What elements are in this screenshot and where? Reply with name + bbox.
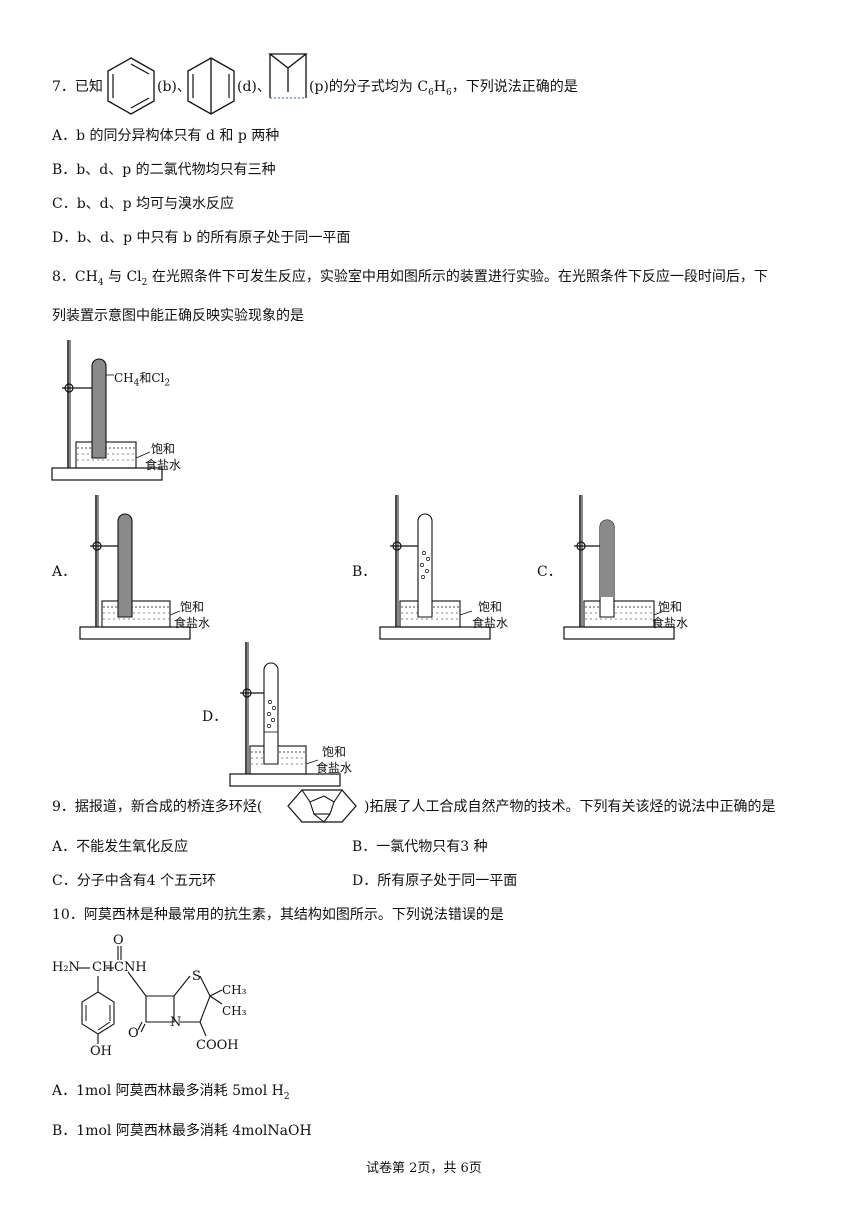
q8-stem-line2: 列装置示意图中能正确反映实验现象的是 <box>52 308 304 324</box>
ref-water-label-2: 食盐水 <box>145 458 182 472</box>
ref-water-label-1: 饱和 <box>151 442 176 456</box>
apparatus-option-d <box>229 642 341 787</box>
a-water-label-2: 食盐水 <box>174 616 211 630</box>
apparatus-option-b <box>379 495 491 640</box>
amoxicillin-structure <box>78 946 223 1044</box>
amox-label-cooh: COOH <box>196 1038 239 1053</box>
q7-option-a: A．b 的同分异构体只有 d 和 p 两种 <box>52 128 280 144</box>
apparatus-reference <box>51 340 163 481</box>
q9-option-a: A．不能发生氧化反应 <box>52 839 189 855</box>
amox-label-o-ring: O <box>128 1026 139 1041</box>
bridged-polycyclic-structure <box>287 789 357 823</box>
q9-option-c: C．分子中含有4 个五元环 <box>52 873 217 889</box>
q9-stem-post: )拓展了人工合成自然产物的技术。下列有关该烃的说法中正确的是 <box>364 799 776 815</box>
d-water-label-1: 饱和 <box>322 745 347 759</box>
apparatus-option-c <box>563 495 675 640</box>
d-water-label-2: 食盐水 <box>316 761 353 775</box>
q9-option-d: D．所有原子处于同一平面 <box>352 873 518 889</box>
b-water-label-1: 饱和 <box>478 600 503 614</box>
q10-stem: 10．阿莫西林是种最常用的抗生素，其结构如图所示。下列说法错误的是 <box>52 907 504 923</box>
amox-label-ch3-2: CH₃ <box>222 1004 247 1018</box>
q7-b-tag: (b)、 <box>157 79 191 95</box>
c-water-label-2: 食盐水 <box>652 616 689 630</box>
a-water-label-1: 饱和 <box>180 600 205 614</box>
q7-stem: (p)的分子式均为 C6H6，下列说法正确的是 <box>309 79 578 98</box>
q8-option-a-label: A． <box>52 564 77 580</box>
benzene-structure <box>107 57 155 115</box>
amox-label-ch: CH <box>92 960 114 975</box>
apparatus-option-a <box>79 495 191 640</box>
q9-option-b: B．一氯代物只有3 种 <box>352 839 488 855</box>
amox-label-c: C <box>114 960 124 975</box>
q10-option-a: A．1mol 阿莫西林最多消耗 5mol H2 <box>52 1083 290 1102</box>
amox-label-h2n: H₂N <box>52 960 80 975</box>
amox-label-o-top: O <box>113 933 124 948</box>
q7-option-c: C．b、d、p 均可与溴水反应 <box>52 196 235 212</box>
dewar-benzene-structure <box>187 57 235 115</box>
q7-option-b: B．b、d、p 的二氯代物均只有三种 <box>52 162 276 178</box>
q7-d-tag: (d)、 <box>237 79 271 95</box>
q7-option-d: D．b、d、p 中只有 b 的所有原子处于同一平面 <box>52 230 351 246</box>
q8-option-c-label: C． <box>537 564 562 580</box>
amox-label-nh: NH <box>124 960 147 975</box>
q8-stem-line1: 8．CH4 与 Cl2 在光照条件下可发生反应，实验室中用如图所示的装置进行实验… <box>52 269 768 288</box>
b-water-label-2: 食盐水 <box>472 616 509 630</box>
q8-option-d-label: D． <box>202 709 228 725</box>
amox-label-s: S <box>192 969 201 984</box>
prismane-structure <box>268 53 308 99</box>
q7-number: 7．已知 <box>52 79 103 95</box>
gas-label: CH4和Cl2 <box>114 371 171 389</box>
page-footer: 试卷第 2页，共 6页 <box>366 1161 482 1176</box>
q10-option-b: B．1mol 阿莫西林最多消耗 4molNaOH <box>52 1123 312 1139</box>
c-water-label-1: 饱和 <box>658 600 683 614</box>
q8-option-b-label: B． <box>352 564 377 580</box>
amox-label-ch3-1: CH₃ <box>222 983 247 997</box>
amox-label-oh: OH <box>90 1044 112 1059</box>
q9-stem-pre: 9．据报道，新合成的桥连多环烃( <box>52 799 263 815</box>
amox-label-n: N <box>170 1015 182 1030</box>
